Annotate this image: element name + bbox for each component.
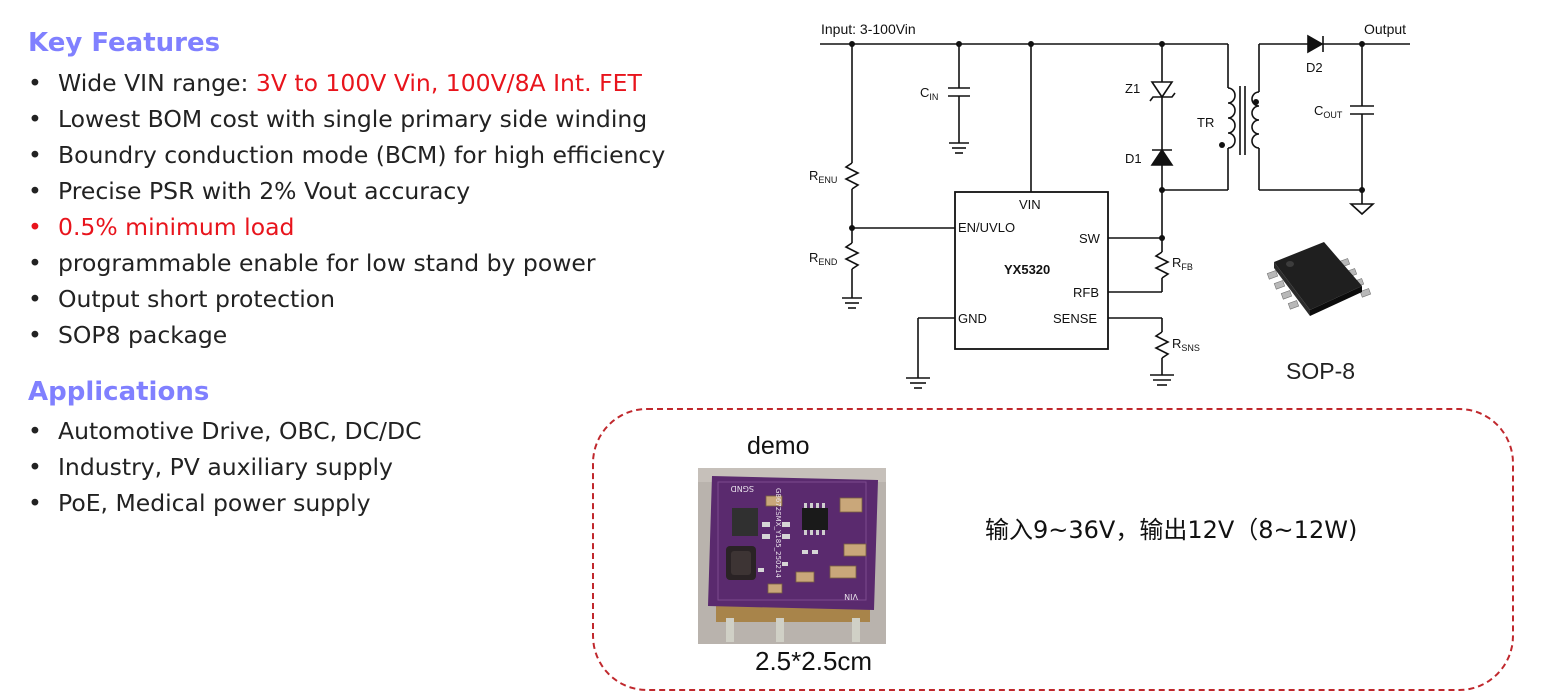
demo-board-photo: SGND G8672SMX_Y185_250214 VIN <box>698 468 886 644</box>
tr-label: TR <box>1197 115 1214 130</box>
highlight-text: 0.5% minimum load <box>58 213 295 241</box>
application-item: • PoE, Medical power supply <box>28 485 421 521</box>
item-text: Industry, PV auxiliary supply <box>58 453 393 481</box>
applications-list: • Automotive Drive, OBC, DC/DC • Industry, … <box>28 413 421 521</box>
feature-item: • programmable enable for low stand by po… <box>28 245 665 281</box>
item-text: programmable enable for low stand by pow… <box>58 249 596 277</box>
bullet-dot: • <box>28 177 42 205</box>
item-text: Precise PSR with 2% Vout accuracy <box>58 177 471 205</box>
demo-box <box>592 408 1514 691</box>
pcb-gnd-silk: SGND <box>731 484 754 493</box>
rend-label: REND <box>809 250 838 267</box>
bullet-dot: • <box>28 489 42 517</box>
item-text: Lowest BOM cost with single primary side… <box>58 105 648 133</box>
feature-item: • 0.5% minimum load <box>28 209 665 245</box>
chip-name-label: YX5320 <box>1004 262 1050 277</box>
bullet-dot: • <box>28 141 42 169</box>
application-item: • Automotive Drive, OBC, DC/DC <box>28 413 421 449</box>
feature-item: • Boundry conduction mode (BCM) for high … <box>28 137 665 173</box>
demo-spec-label: 输入9~36V，输出12V（8~12W) <box>985 516 1358 544</box>
item-text: Automotive Drive, OBC, DC/DC <box>58 417 422 445</box>
application-item: • Industry, PV auxiliary supply <box>28 449 421 485</box>
highlight-text: 3V to 100V Vin, 100V/8A Int. FET <box>255 69 642 97</box>
package-label: SOP-8 <box>1286 358 1356 384</box>
pin-en-label: EN/UVLO <box>958 220 1015 235</box>
flyback-schematic: Input: 3-100Vin Output CIN COUT RENU REN… <box>809 21 1410 389</box>
input-label: Input: 3-100Vin <box>821 21 916 37</box>
bullet-dot: • <box>28 453 42 481</box>
key-features-list: • Wide VIN range: 3V to 100V Vin, 100V/8A… <box>28 65 665 353</box>
output-label: Output <box>1364 21 1406 37</box>
applications-heading: Applications <box>28 377 210 407</box>
pin-sense-label: SENSE <box>1053 311 1097 326</box>
bullet-dot: • <box>28 105 42 133</box>
item-text: Wide VIN range: <box>58 69 256 97</box>
renu-label: RENU <box>809 168 837 185</box>
feature-item: • Output short protection <box>28 281 665 317</box>
item-text: Output short protection <box>58 285 336 313</box>
sop8-package-image <box>1266 242 1372 316</box>
pin-gnd-label: GND <box>958 311 987 326</box>
item-text: PoE, Medical power supply <box>58 489 371 517</box>
d2-label: D2 <box>1306 60 1323 75</box>
feature-item: • Wide VIN range: 3V to 100V Vin, 100V/8A… <box>28 65 665 101</box>
pcb-part-silk: G8672SMX_Y185_250214 <box>774 488 782 578</box>
rfb-label: RFB <box>1172 255 1193 272</box>
bullet-dot: • <box>28 249 42 277</box>
feature-item: • SOP8 package <box>28 317 665 353</box>
item-text: SOP8 package <box>58 321 228 349</box>
pin-rfb-label: RFB <box>1073 285 1099 300</box>
item-text: Boundry conduction mode (BCM) for high e… <box>58 141 666 169</box>
cin-label: CIN <box>920 85 938 102</box>
key-features-heading: Key Features <box>28 28 221 58</box>
pin-vin-label: VIN <box>1019 197 1041 212</box>
bullet-dot: • <box>28 285 42 313</box>
cout-label: COUT <box>1314 103 1343 120</box>
rsns-label: RSNS <box>1172 336 1200 353</box>
bullet-dot: • <box>28 417 42 445</box>
feature-item: • Lowest BOM cost with single primary sid… <box>28 101 665 137</box>
bullet-dot: • <box>28 69 42 97</box>
pcb-vin-silk: VIN <box>844 592 858 601</box>
feature-item: • Precise PSR with 2% Vout accuracy <box>28 173 665 209</box>
bullet-dot: • <box>28 321 42 349</box>
pin-sw-label: SW <box>1079 231 1101 246</box>
demo-size-label: 2.5*2.5cm <box>755 646 873 676</box>
bullet-dot: • <box>28 213 42 241</box>
z1-label: Z1 <box>1125 81 1140 96</box>
d1-label: D1 <box>1125 151 1142 166</box>
demo-title: demo <box>747 432 810 460</box>
